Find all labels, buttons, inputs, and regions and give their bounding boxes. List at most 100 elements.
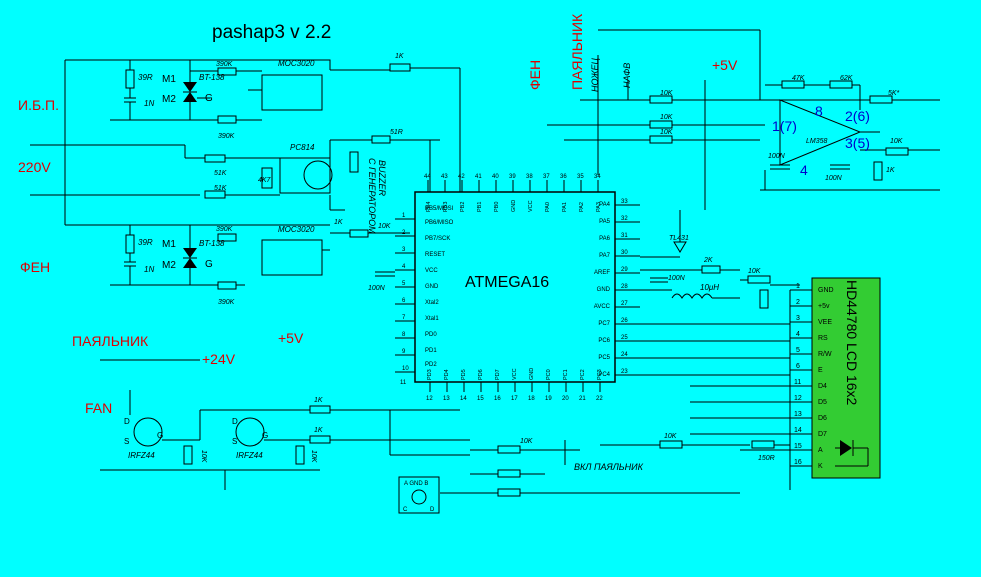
mosfet1-d: D xyxy=(124,417,130,426)
r51k-2: 51K xyxy=(214,185,227,192)
bt138-2: BT-138 xyxy=(199,239,225,248)
mcu-left-pin-3: 3 xyxy=(402,247,406,253)
p5v-top-label: +5V xyxy=(712,57,738,73)
encoder-top-pins: A GND B xyxy=(404,481,428,487)
lcd-pin-6: 6 xyxy=(796,363,800,370)
mcu-top-label-8: PA0 xyxy=(545,202,551,212)
m2-2: M2 xyxy=(162,260,176,271)
mcu-top-label-2: PB3 xyxy=(443,202,449,212)
g-2: G xyxy=(205,259,213,270)
mcu-left-label-8: Xtal1 xyxy=(425,316,439,322)
r62k: 62K xyxy=(840,75,853,82)
mcu-bottom-pin-5: 16 xyxy=(494,396,501,402)
mcu-top-pins: 44 43 42 41 40 39 38 37 36 35 34 PB4 PB3… xyxy=(424,174,602,212)
lcd-label-5v: +5v xyxy=(818,303,830,310)
r1k-q1: 1K xyxy=(314,397,323,404)
mcu-left-labels: PB5/MOSI PB6/MISO PB7/SCK RESET VCC GND … xyxy=(425,206,454,368)
triac-section-2 xyxy=(65,224,410,290)
lcd-pin-12: 12 xyxy=(794,395,802,402)
mcu-bottom-pin-4: 15 xyxy=(477,396,484,402)
pc814: PC814 xyxy=(290,143,315,152)
lcd-label-gnd: GND xyxy=(818,287,834,294)
opamp-pin-1-7: 1(7) xyxy=(772,118,797,134)
gen-label: С ГЕНЕРАТОРОМ xyxy=(367,158,377,234)
moc3020-2: MOC3020 xyxy=(278,225,315,234)
mosfet-section xyxy=(100,359,470,490)
mosfet1-g: G xyxy=(157,431,163,440)
lcd-label-e: E xyxy=(818,367,823,374)
mcu-left-pin-7: 7 xyxy=(402,315,406,321)
encoder-c: C xyxy=(403,507,408,513)
r39r-2: 39R xyxy=(138,238,153,247)
r390k-1: 390K xyxy=(216,61,233,68)
payalnik-left-label: ПАЯЛЬНИК xyxy=(72,333,149,349)
lcd-wiring xyxy=(640,289,812,490)
lcd-pin-3: 3 xyxy=(796,315,800,322)
r39r-1: 39R xyxy=(138,73,153,82)
ibp-label: И.Б.П. xyxy=(18,97,59,113)
lcd-pin-4: 4 xyxy=(796,331,800,338)
mcu-right-label-10: PC5 xyxy=(598,355,610,361)
mcu-right-pins: 33 32 31 30 29 28 27 26 25 24 23 xyxy=(621,199,628,375)
mcu-left-pin-lines xyxy=(395,218,415,373)
diagram-title: pashap3 v 2.2 xyxy=(212,22,331,43)
nafv-label: НАФВ xyxy=(622,63,632,88)
mcu-right-pin-2: 32 xyxy=(621,216,628,222)
tl431: TL431 xyxy=(669,235,689,242)
r390k-4: 390K xyxy=(218,299,235,306)
mcu-right-label-2: PA5 xyxy=(599,219,611,225)
mcu-bottom-pin-9: 20 xyxy=(562,396,569,402)
vkl-payalnik-label: ВКЛ ПАЯЛЬНИК xyxy=(574,462,644,472)
lcd-label-d5: D5 xyxy=(818,399,827,406)
r1k-q2: 1K xyxy=(314,427,323,434)
mcu-right-label-7: AVCC xyxy=(594,304,611,310)
mcu-right-pin-10: 24 xyxy=(621,352,628,358)
opamp-pin-2-6: 2(6) xyxy=(845,108,870,124)
lcd-pin-15: 15 xyxy=(794,443,802,450)
r10k-q2: 10K xyxy=(310,450,317,463)
mcu-left-label-11: PD2 xyxy=(425,362,437,368)
mcu-top-pin-7: 38 xyxy=(526,174,533,180)
mcu-bottom-label-4: PD6 xyxy=(478,369,484,380)
mosfet2-s: S xyxy=(232,437,237,446)
encoder-section xyxy=(389,410,790,514)
l10uh: 10μH xyxy=(700,283,719,292)
mcu-left-pin-4: 4 xyxy=(402,264,406,270)
mcu-bottom-label-2: PD4 xyxy=(444,369,450,380)
mcu-top-label-5: PB0 xyxy=(494,202,500,212)
lcd-pin-13: 13 xyxy=(794,411,802,418)
lcd-label-d7: D7 xyxy=(818,431,827,438)
c100n-aref: 100N xyxy=(668,275,686,282)
mcu-bottom-label-9: PC1 xyxy=(563,369,569,380)
g-1: G xyxy=(205,93,213,104)
r1k-oa: 1K xyxy=(886,167,895,174)
mcu-top-label-9: PA1 xyxy=(562,202,568,212)
mcu-top-label-11: PA3 xyxy=(596,202,602,212)
mcu-right-label-6: GND xyxy=(597,287,611,293)
payalnik-top-label: ПАЯЛЬНИК xyxy=(569,13,585,90)
lcd-label-rs: RS xyxy=(818,335,828,342)
r10k-oa: 10K xyxy=(890,138,903,145)
m1-2: M1 xyxy=(162,239,176,250)
r150r: 150R xyxy=(758,455,775,462)
opamp-pin8: 8 xyxy=(815,103,823,119)
aref-section xyxy=(640,210,800,309)
c100n-mcu: 100N xyxy=(368,285,386,292)
r51r: 51R xyxy=(390,129,403,136)
mcu-body xyxy=(414,191,616,383)
c100n-oa2: 100N xyxy=(825,175,843,182)
lcd-pin-16: 16 xyxy=(794,459,802,466)
buzzer-label: BUZZER xyxy=(377,160,387,197)
fen-left-label: ФЕН xyxy=(20,259,50,275)
encoder-d: D xyxy=(430,507,435,513)
mcu-top-label-1: PB4 xyxy=(426,202,432,212)
mcu-left-pin-5: 5 xyxy=(402,281,406,287)
mcu-left-pin-6: 6 xyxy=(402,298,406,304)
mcu-top-pin-9: 36 xyxy=(560,174,567,180)
mcu-right-pin-3: 31 xyxy=(621,233,628,239)
mcu-bottom-label-11: PC3 xyxy=(597,369,603,380)
mcu-right-pin-1: 33 xyxy=(621,199,628,205)
r47k: 47K xyxy=(792,75,805,82)
lcd-label-d4: D4 xyxy=(818,383,827,390)
